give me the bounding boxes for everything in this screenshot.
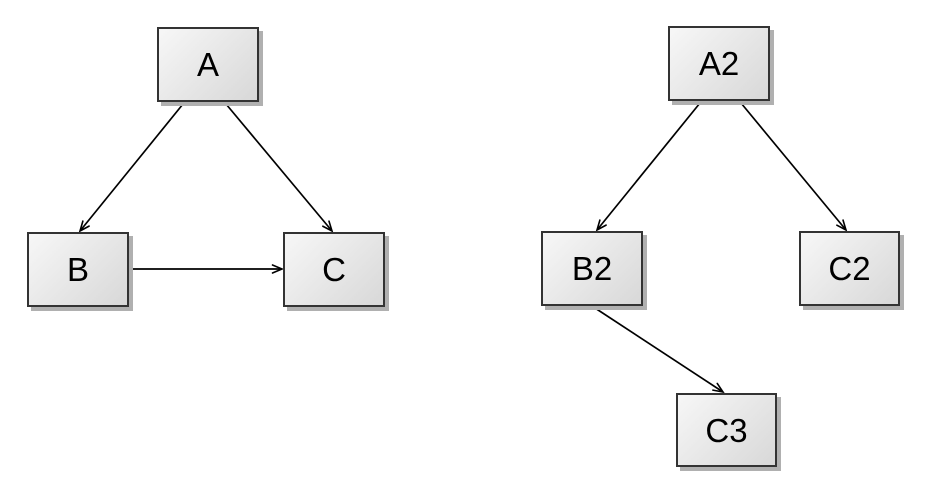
edge-B2-C3 (594, 307, 725, 394)
node-label: B2 (571, 250, 613, 287)
node-B2[interactable]: B2 (541, 231, 643, 306)
edge-A2-C2 (740, 102, 848, 232)
node-A[interactable]: A (157, 27, 259, 102)
node-C[interactable]: C (283, 232, 385, 307)
edge-A-C (225, 103, 334, 233)
node-label: B (66, 251, 89, 288)
node-label: A (196, 46, 219, 83)
edge-A2-B2 (595, 102, 701, 232)
node-C2[interactable]: C2 (799, 231, 900, 306)
node-B[interactable]: B (27, 232, 129, 307)
node-label: C (322, 251, 346, 288)
edge-group (78, 102, 848, 394)
node-label: A2 (698, 45, 740, 82)
node-label: C3 (705, 411, 748, 449)
node-C3[interactable]: C3 (676, 393, 777, 467)
node-label: C2 (828, 250, 871, 287)
edge-A-B (78, 103, 184, 233)
node-A2[interactable]: A2 (668, 26, 770, 101)
